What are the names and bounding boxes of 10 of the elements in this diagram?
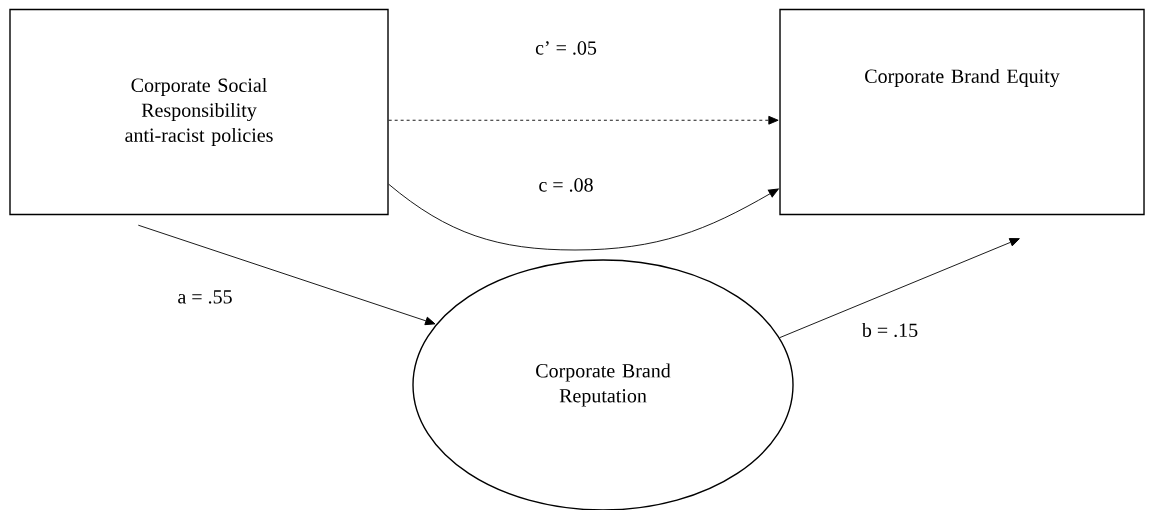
arrow bbox=[779, 238, 1020, 339]
box: Corporate Brand Equity bbox=[779, 8, 1145, 216]
arrow bbox=[137, 224, 436, 326]
edge-label: c = .08 bbox=[536, 176, 596, 194]
edge-label: b = .15 bbox=[859, 320, 921, 340]
arrow bbox=[388, 183, 779, 251]
box: Corporate Social Responsibility anti-racist policies bbox=[9, 8, 389, 216]
arrow bbox=[388, 115, 779, 125]
edge-label: c’ = .05 bbox=[533, 39, 599, 57]
edge-label: a = .55 bbox=[175, 288, 235, 306]
